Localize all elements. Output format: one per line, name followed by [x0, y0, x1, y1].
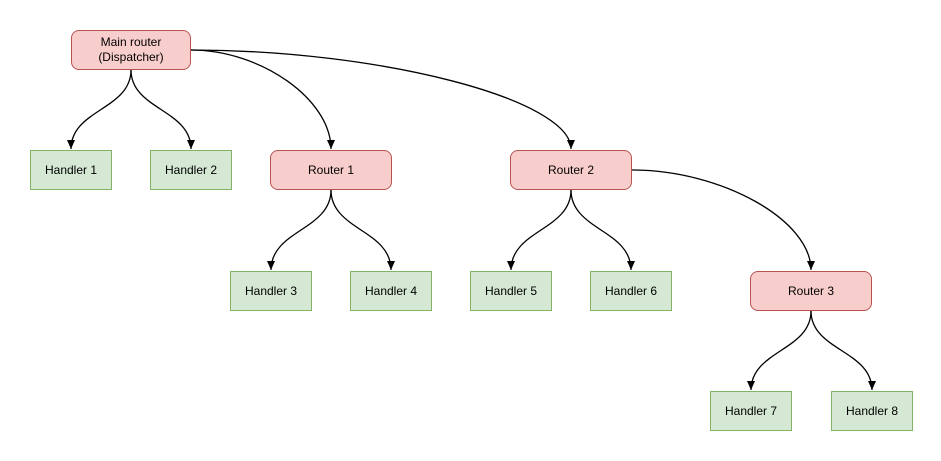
node-handler-4: Handler 4: [350, 271, 432, 311]
node-handler-3: Handler 3: [230, 271, 312, 311]
node-handler-1: Handler 1: [30, 150, 112, 190]
edge-router-3-to-handler-8: [810, 310, 876, 391]
node-handler-7: Handler 7: [710, 391, 792, 431]
edge-main-router-to-handler-2: [130, 69, 195, 150]
node-main-router: Main router (Dispatcher): [71, 30, 191, 70]
edge-main-router-to-router-2: [190, 49, 575, 150]
node-router-1: Router 1: [270, 150, 392, 190]
edge-router-2-to-router-3: [631, 169, 815, 271]
node-router-2: Router 2: [510, 150, 632, 190]
edge-router-3-to-handler-7: [747, 310, 812, 391]
node-handler-8: Handler 8: [831, 391, 913, 431]
node-handler-6: Handler 6: [590, 271, 672, 311]
edge-router-1-to-handler-4: [330, 189, 395, 271]
edge-router-2-to-handler-6: [570, 189, 635, 271]
node-router-3: Router 3: [750, 271, 872, 311]
node-handler-5: Handler 5: [470, 271, 552, 311]
edge-main-router-to-router-1: [190, 49, 335, 150]
edge-main-router-to-handler-1: [67, 69, 132, 150]
node-handler-2: Handler 2: [150, 150, 232, 190]
edge-router-1-to-handler-3: [267, 189, 332, 271]
edge-router-2-to-handler-5: [507, 189, 572, 271]
